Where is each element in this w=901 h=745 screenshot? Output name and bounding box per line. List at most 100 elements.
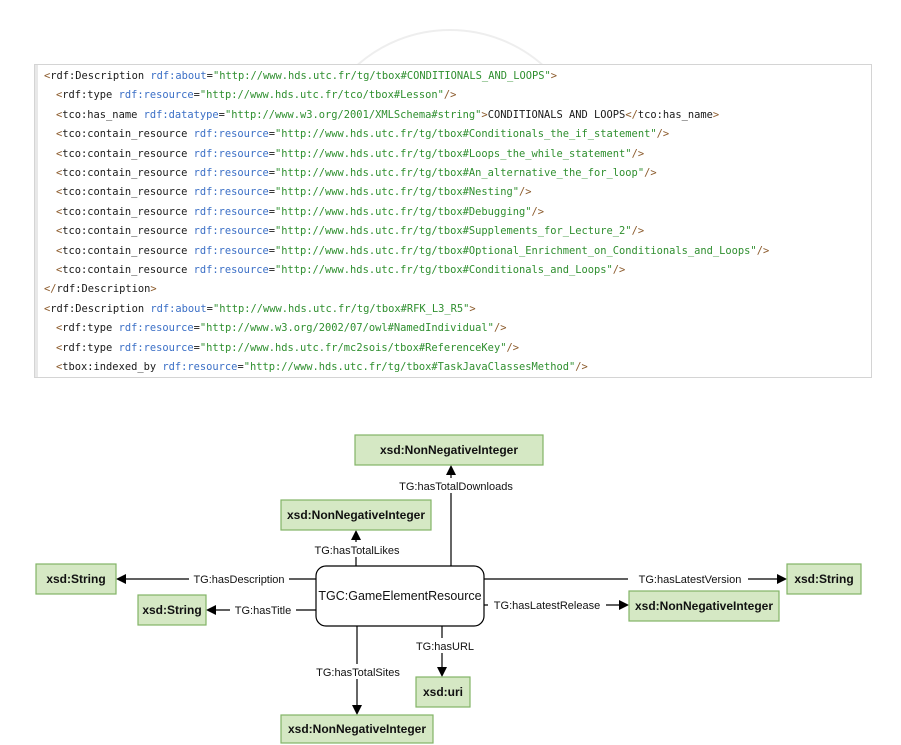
code-line: </rdf:Description> xyxy=(44,280,157,299)
code-token-bracket: < xyxy=(56,167,63,179)
code-line: <tco:contain_resource rdf:resource="http… xyxy=(56,261,625,280)
code-token-bracket: < xyxy=(56,89,63,102)
code-token-text: = xyxy=(193,89,200,102)
node-top-box xyxy=(354,434,544,466)
code-token-bracket: > xyxy=(712,108,720,121)
node-upper-box xyxy=(280,499,432,531)
node-top-label: xsd:NonNegativeInteger xyxy=(380,443,518,457)
code-token-text: CONDITIONALS AND LOOPS xyxy=(487,108,626,121)
code-token-bracket: < xyxy=(44,70,51,82)
code-token-tag: rdf:Description xyxy=(50,302,151,315)
code-token-text: = xyxy=(268,167,275,179)
edge-description-label: TG:hasDescription xyxy=(193,574,284,586)
code-token-text: = xyxy=(237,361,244,373)
code-line: <tco:contain_resource rdf:resource="http… xyxy=(56,145,644,164)
code-token-bracket: </ xyxy=(625,108,638,121)
edge-likes-label: TG:hasTotalLikes xyxy=(315,545,400,557)
code-token-bracket: /> xyxy=(631,225,645,238)
code-token-attr: rdf:resource xyxy=(118,341,194,354)
code-token-value: "http://www.hds.utc.fr/tg/tbox#TaskJavaC… xyxy=(243,361,576,373)
code-token-attr: rdf:datatype xyxy=(143,108,219,121)
node-right-release-label: xsd:NonNegativeInteger xyxy=(635,599,773,613)
code-token-bracket: < xyxy=(56,361,63,373)
code-token-text: = xyxy=(268,186,275,199)
code-token-text: = xyxy=(206,302,213,315)
code-token-attr: rdf:resource xyxy=(193,205,269,218)
code-token-bracket: < xyxy=(56,225,63,238)
code-token-value: "http://www.w3.org/2001/XMLSchema#string… xyxy=(224,108,482,121)
node-right-version-label: xsd:String xyxy=(794,572,853,586)
node-left-title-label: xsd:String xyxy=(142,603,201,617)
code-token-bracket: < xyxy=(56,186,63,199)
code-token-bracket: /> xyxy=(756,244,770,257)
code-token-text: = xyxy=(268,128,275,141)
code-token-tag: rdf:type xyxy=(62,341,119,354)
code-line: <tbox:indexed_by rdf:resource="http://ww… xyxy=(56,358,588,377)
code-line: <tco:contain_resource rdf:resource="http… xyxy=(56,183,531,202)
code-token-text: = xyxy=(218,108,225,121)
code-token-bracket: /> xyxy=(631,147,645,160)
code-token-bracket: < xyxy=(56,128,63,141)
edge-sites-label: TG:hasTotalSites xyxy=(316,667,400,679)
node-left-desc-label: xsd:String xyxy=(46,572,105,586)
code-token-value: "http://www.hds.utc.fr/tg/tbox#An_altern… xyxy=(274,167,645,179)
code-token-tag: tco:contain_resource xyxy=(62,225,194,238)
code-token-value: "http://www.hds.utc.fr/mc2sois/tbox#Refe… xyxy=(199,341,507,354)
code-token-bracket: < xyxy=(56,205,63,218)
code-token-attr: rdf:resource xyxy=(193,128,269,141)
code-line: <rdf:Description rdf:about="http://www.h… xyxy=(44,67,557,86)
code-token-tag: tco:contain_resource xyxy=(62,147,194,160)
code-token-value: "http://www.hds.utc.fr/tg/tbox#Loops_the… xyxy=(274,147,632,160)
code-token-value: "http://www.hds.utc.fr/tg/tbox#Condition… xyxy=(274,128,657,141)
node-sites-box xyxy=(280,714,434,744)
code-line: <tco:contain_resource rdf:resource="http… xyxy=(56,164,657,183)
code-token-attr: rdf:resource xyxy=(193,225,269,238)
code-token-bracket: < xyxy=(56,244,63,257)
code-token-bracket: > xyxy=(150,283,157,296)
edge-version-label: TG:hasLatestVersion xyxy=(639,574,742,586)
edge-downloads-label: TG:hasTotalDownloads xyxy=(399,481,513,493)
code-line: <tco:contain_resource rdf:resource="http… xyxy=(56,203,544,222)
center-node xyxy=(315,565,485,627)
code-token-attr: rdf:about xyxy=(150,70,207,82)
center-node-label: TGC:GameElementResource xyxy=(318,589,481,603)
code-token-tag: rdf:type xyxy=(62,89,119,102)
code-token-bracket: /> xyxy=(644,167,657,179)
code-token-bracket: /> xyxy=(506,341,519,354)
code-token-attr: rdf:resource xyxy=(193,186,269,199)
code-token-bracket: /> xyxy=(575,361,588,373)
rdf-code-panel: <rdf:Description rdf:about="http://www.h… xyxy=(34,64,872,378)
code-token-tag: rdf:Description xyxy=(56,283,151,296)
code-token-attr: rdf:resource xyxy=(193,264,269,276)
code-token-text: = xyxy=(268,205,275,218)
code-token-bracket: > xyxy=(481,108,488,121)
code-line: <tco:has_name rdf:datatype="http://www.w… xyxy=(56,106,719,125)
edge-url-label: TG:hasURL xyxy=(416,641,474,653)
code-token-tag: tco:contain_resource xyxy=(62,264,194,276)
code-token-value: "http://www.hds.utc.fr/tg/tbox#Optional_… xyxy=(274,244,757,257)
code-line: <tco:contain_resource rdf:resource="http… xyxy=(56,222,644,241)
edge-title-label: TG:hasTitle xyxy=(235,605,291,617)
code-token-bracket: /> xyxy=(656,128,670,141)
code-token-value: "http://www.hds.utc.fr/tg/tbox#Supplemen… xyxy=(274,225,632,238)
node-right-version-box xyxy=(786,563,862,595)
code-token-attr: rdf:resource xyxy=(193,167,269,179)
code-token-tag: tbox:indexed_by xyxy=(62,361,163,373)
node-url-box xyxy=(415,676,471,708)
code-line: <rdf:Description rdf:about="http://www.h… xyxy=(44,300,476,319)
code-token-bracket: < xyxy=(56,322,63,335)
code-token-attr: rdf:resource xyxy=(162,361,238,373)
code-token-tag: rdf:type xyxy=(62,322,119,335)
code-token-attr: rdf:resource xyxy=(193,147,269,160)
code-token-bracket: < xyxy=(56,264,63,276)
code-token-text: = xyxy=(206,70,213,82)
code-token-bracket: /> xyxy=(612,264,626,276)
code-token-tag: tco:has_name xyxy=(637,108,713,121)
code-token-tag: tco:contain_resource xyxy=(62,128,194,141)
node-left-title-box xyxy=(137,594,207,626)
code-token-text: = xyxy=(193,322,200,335)
code-token-bracket: /> xyxy=(493,322,507,335)
code-line: <tco:contain_resource rdf:resource="http… xyxy=(56,125,669,144)
code-token-value: "http://www.hds.utc.fr/tg/tbox#RFK_L3_R5… xyxy=(212,302,470,315)
